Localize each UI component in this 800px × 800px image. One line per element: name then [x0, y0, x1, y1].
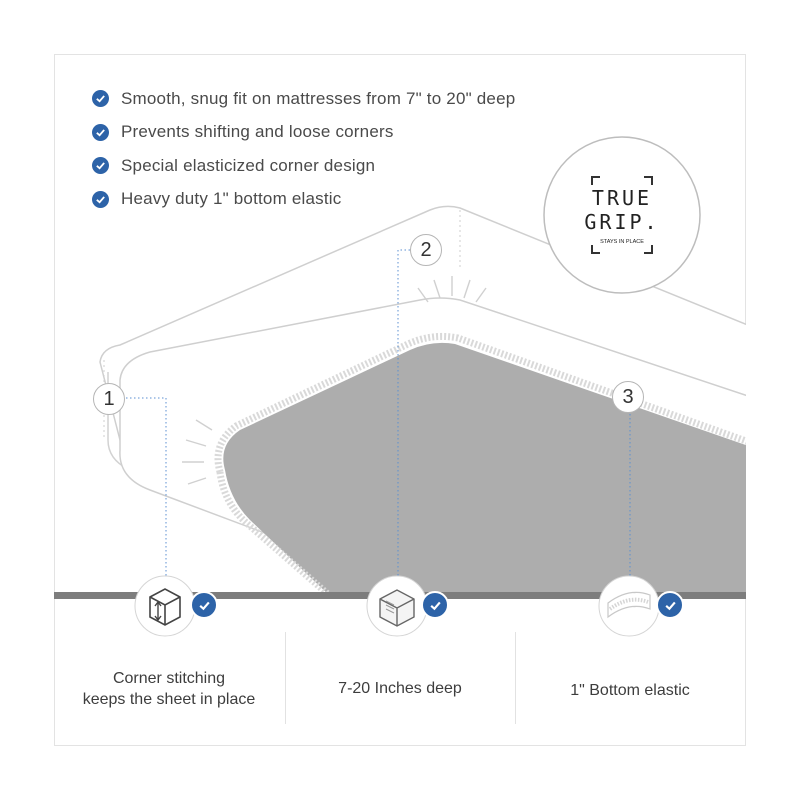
bullet-text: Smooth, snug fit on mattresses from 7" t… — [121, 88, 516, 108]
checkmark-icon — [92, 190, 109, 208]
bottom-elastic-edge — [214, 333, 746, 473]
caption-line: Corner stitching — [112, 670, 226, 687]
bullet-text: Prevents shifting and loose corners — [121, 122, 394, 142]
list-item: Heavy duty 1" bottom elastic — [92, 183, 515, 217]
caption-corner-stitching: Corner stitching keeps the sheet in plac… — [60, 668, 278, 710]
caption-depth: 7-20 Inches deep — [292, 678, 508, 699]
bullet-text: Heavy duty 1" bottom elastic — [121, 189, 342, 209]
callout-number-3: 3 — [612, 381, 644, 413]
badge-tagline: STAYS IN PLACE — [600, 239, 644, 245]
list-item: Special elasticized corner design — [92, 149, 515, 183]
checkmark-icon — [190, 591, 218, 619]
list-item: Prevents shifting and loose corners — [92, 116, 515, 150]
feature-bullet-list: Smooth, snug fit on mattresses from 7" t… — [92, 82, 515, 216]
checkmark-icon — [92, 157, 109, 175]
checkmark-icon — [421, 591, 449, 619]
callout-leaders — [126, 249, 631, 582]
bullet-text: Special elasticized corner design — [121, 155, 376, 175]
stretch-lines — [182, 276, 487, 485]
true-grip-badge: TRUE GRIP. STAYS IN PLACE — [543, 136, 701, 294]
badge-corner-marks — [591, 176, 653, 254]
checkmark-icon — [92, 123, 109, 141]
caption-bottom-elastic: 1" Bottom elastic — [522, 680, 738, 701]
checkmark-icon — [656, 591, 684, 619]
list-item: Smooth, snug fit on mattresses from 7" t… — [92, 82, 515, 116]
divider — [285, 632, 286, 724]
badge-line-grip: GRIP. — [584, 210, 659, 234]
caption-line: 1" Bottom elastic — [570, 682, 690, 699]
caption-line: 7-20 Inches deep — [338, 680, 462, 697]
divider — [515, 632, 516, 724]
bottom-elastic-icon — [598, 575, 660, 637]
deep-pocket-icon — [366, 575, 428, 637]
callout-number-1: 1 — [93, 383, 125, 415]
callout-number-2: 2 — [410, 234, 442, 266]
checkmark-icon — [92, 90, 109, 108]
corner-stitching-icon — [134, 575, 196, 637]
badge-line-true: TRUE — [592, 186, 652, 210]
caption-line: keeps the sheet in place — [82, 691, 256, 708]
